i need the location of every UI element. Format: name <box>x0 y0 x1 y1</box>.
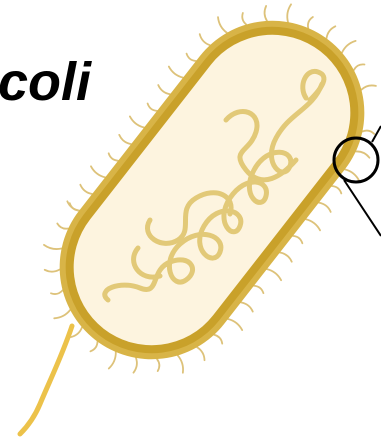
pilus <box>44 245 62 249</box>
pilus <box>130 116 144 127</box>
pilus <box>293 236 302 243</box>
pilus <box>187 54 196 61</box>
pilus <box>319 203 331 212</box>
pilus <box>228 319 242 330</box>
pilus <box>109 153 118 160</box>
pilus <box>326 26 335 38</box>
pilus <box>91 166 105 177</box>
pilus <box>214 335 222 344</box>
pilus <box>133 358 136 373</box>
flagellum <box>20 326 72 434</box>
diagram-title: coli <box>0 52 92 112</box>
pilus <box>109 352 116 369</box>
pilus <box>242 13 246 25</box>
pilus <box>267 269 281 280</box>
pilus <box>57 223 68 228</box>
pilus <box>200 34 210 45</box>
pilus <box>361 85 376 89</box>
pilus <box>306 219 320 230</box>
pilus <box>158 85 170 94</box>
pilus <box>178 355 183 372</box>
pilus <box>218 17 227 33</box>
pilus <box>148 103 157 110</box>
pilus <box>157 359 159 371</box>
pilus <box>356 151 370 157</box>
pilus <box>287 4 291 22</box>
pilus <box>308 17 313 28</box>
pilus <box>265 6 267 21</box>
pilus <box>80 185 92 194</box>
pilus <box>169 67 183 78</box>
pilus <box>241 302 253 311</box>
pilus <box>342 41 356 53</box>
pilus <box>332 186 341 193</box>
callout-line-bottom <box>344 180 381 236</box>
pilus <box>90 342 97 352</box>
pilus <box>197 347 204 360</box>
pilus <box>45 269 60 271</box>
pilus <box>362 131 374 134</box>
pilus <box>254 286 263 293</box>
pilus <box>51 290 63 294</box>
pilus <box>354 64 365 70</box>
pilus <box>54 310 70 318</box>
pilus <box>119 135 131 144</box>
pilus <box>280 253 292 262</box>
